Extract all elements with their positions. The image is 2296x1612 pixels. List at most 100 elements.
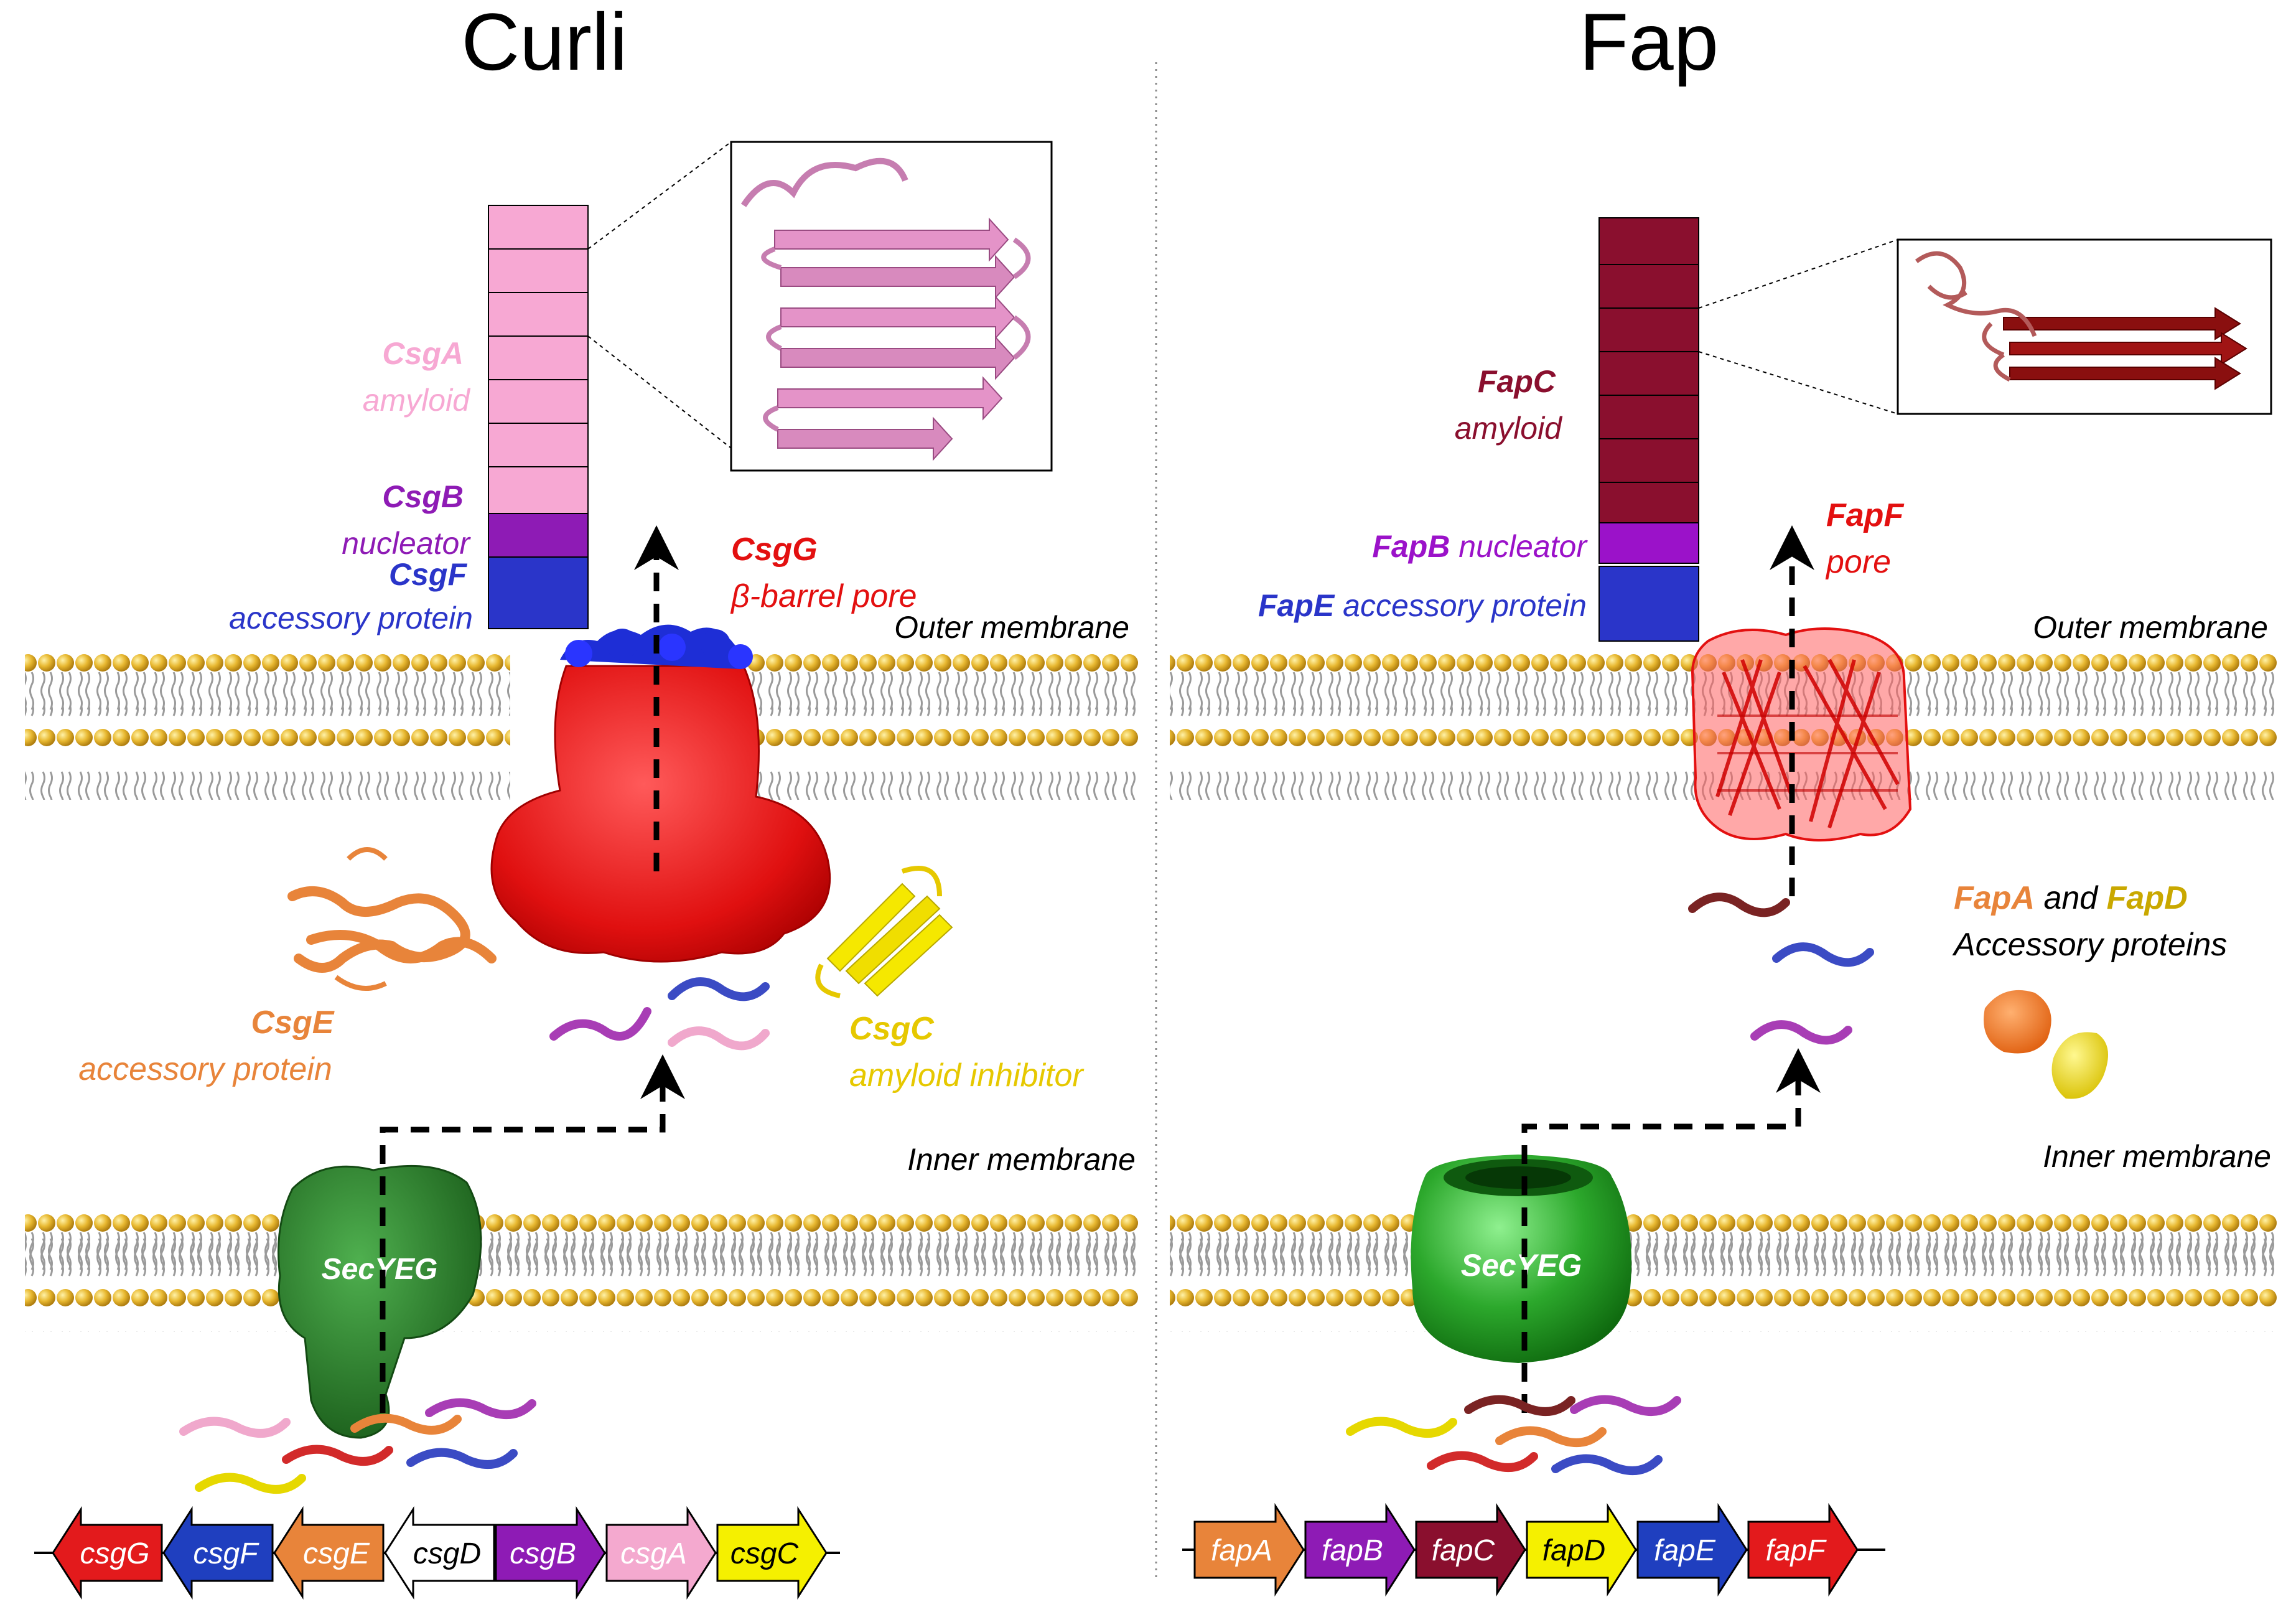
curli-inner-membrane-label: Inner membrane: [907, 1142, 1136, 1177]
fapE-label: FapE accessory protein: [1258, 588, 1587, 623]
gene-arrow-fapB: [1304, 1502, 1416, 1597]
fapC-subunit: [1598, 217, 1699, 265]
csgA-subunit: [488, 205, 589, 250]
periplasm-chain: [1688, 893, 1790, 917]
fapB-label: FapB nucleator: [1372, 529, 1588, 564]
curli-inner-membrane: [25, 1179, 1139, 1332]
gene-label-csgA: csgA: [620, 1537, 687, 1570]
csgA-subunit: [488, 466, 589, 514]
fapF-pore: [1691, 627, 1912, 841]
fapE-subunit: [1598, 566, 1699, 642]
periplasm-chain: [668, 1026, 770, 1051]
fapC-subunit: [1598, 395, 1699, 439]
csgE-structure: [287, 847, 497, 991]
gene-arrow-csgA: [605, 1506, 717, 1600]
curli-outer-membrane: [25, 650, 510, 800]
fap-outer-membrane-label: Outer membrane: [2033, 610, 2268, 645]
fapB-subunit: [1598, 522, 1699, 564]
csgB-label: CsgB: [382, 479, 464, 514]
gene-arrow-csgB: [495, 1506, 606, 1600]
zoom-line: [587, 141, 732, 250]
fapC-beta-sheet: [1915, 251, 2247, 390]
fap-inner-membrane: [1170, 1179, 2277, 1332]
gene-arrow-fapD: [1526, 1502, 1637, 1597]
csgA-beta-solenoid: [740, 157, 1031, 461]
cytoplasm-chain: [282, 1445, 393, 1466]
zoom-line: [1698, 351, 1898, 415]
cytoplasm-chain: [406, 1448, 518, 1469]
gene-label-fapC: fapC: [1432, 1534, 1495, 1567]
periplasm-chain: [1750, 1020, 1852, 1045]
periplasm-chain: [668, 977, 770, 1001]
fap-sec-route: [1521, 1048, 1821, 1413]
fap-inner-membrane-label: Inner membrane: [2043, 1139, 2271, 1174]
gene-label-fapB: fapB: [1322, 1534, 1383, 1567]
csgE-role: accessory protein: [78, 1051, 332, 1087]
csgG-role: β-barrel pore: [730, 578, 917, 614]
cytoplasm-chain: [1570, 1395, 1681, 1416]
fapF-role: pore: [1825, 544, 1891, 580]
gene-arrow-csgG: [52, 1506, 163, 1600]
csgA-subunit: [488, 292, 589, 337]
fap-secyeg-label: SecYEG: [1461, 1248, 1582, 1283]
csgG-label: CsgG: [731, 532, 818, 568]
gene-label-csgC: csgC: [730, 1537, 799, 1570]
csgC-role: amyloid inhibitor: [849, 1057, 1085, 1094]
cytoplasm-chain: [1346, 1417, 1457, 1438]
csgF-label: CsgF: [389, 557, 467, 592]
fapC-subunit: [1598, 307, 1699, 352]
curli-fiber-stack: [488, 205, 589, 629]
gene-arrow-csgF: [162, 1506, 274, 1600]
gene-arrow-csgE: [273, 1506, 385, 1600]
fapF-label: FapF: [1826, 497, 1904, 533]
fapC-subunit: [1598, 351, 1699, 396]
fapC-label: FapC: [1478, 364, 1556, 399]
curli-outer-membrane-right: [747, 650, 1139, 800]
gene-arrow-fapF: [1747, 1502, 1859, 1597]
fapC-subunit: [1598, 264, 1699, 309]
gene-arrow-fapE: [1636, 1502, 1748, 1597]
csgC-structure: [815, 866, 953, 998]
csgA-subunit: [488, 335, 589, 380]
curli-operon: csgG csgF csgE csgD csgB csgA csgC: [52, 1506, 828, 1600]
zoom-line: [1698, 239, 1898, 309]
gene-label-csgD: csgD: [413, 1537, 481, 1570]
gene-label-csgG: csgG: [80, 1537, 149, 1570]
cytoplasm-chain: [350, 1413, 462, 1435]
csgA-subunit: [488, 248, 589, 293]
periplasm-chain: [549, 1007, 651, 1041]
gene-arrow-fapC: [1415, 1502, 1526, 1597]
csgA-role: amyloid: [363, 383, 471, 418]
gene-label-fapD: fapD: [1542, 1534, 1605, 1567]
curli-secyeg: [278, 1164, 482, 1439]
csgC-label: CsgC: [849, 1011, 935, 1047]
gene-label-csgF: csgF: [193, 1537, 259, 1570]
gene-arrow-csgD: [384, 1506, 495, 1600]
fapC-role: amyloid: [1455, 411, 1563, 446]
csgA-label: CsgA: [382, 336, 464, 371]
cytoplasm-chain: [1551, 1454, 1663, 1475]
fap-fiber-stack: [1598, 217, 1699, 642]
fap-secyeg: [1411, 1155, 1631, 1363]
curli-title: Curli: [461, 0, 627, 87]
fapA-blob: [1984, 990, 2051, 1054]
fap-title: Fap: [1579, 0, 1719, 87]
cytoplasm-chain: [1495, 1426, 1607, 1447]
fapA-fapD-role: Accessory proteins: [1952, 927, 2227, 963]
cytoplasm-chain: [179, 1417, 291, 1438]
cytoplasm-chain: [1427, 1451, 1538, 1472]
gene-label-csgE: csgE: [303, 1537, 370, 1570]
csgF-role: accessory protein: [229, 601, 473, 635]
curli-secyeg-label: SecYEG: [322, 1253, 438, 1286]
csgF-subunit: [488, 556, 589, 629]
fapA-fapD-label: FapA and FapD: [1954, 880, 2188, 916]
gene-arrow-csgC: [716, 1506, 828, 1600]
fapC-subunit: [1598, 482, 1699, 523]
fapC-subunit: [1598, 438, 1699, 483]
cytoplasm-chain: [1464, 1395, 1575, 1416]
csgB-subunit: [488, 513, 589, 558]
gene-label-csgB: csgB: [510, 1537, 576, 1570]
gene-arrow-fapA: [1193, 1502, 1305, 1597]
